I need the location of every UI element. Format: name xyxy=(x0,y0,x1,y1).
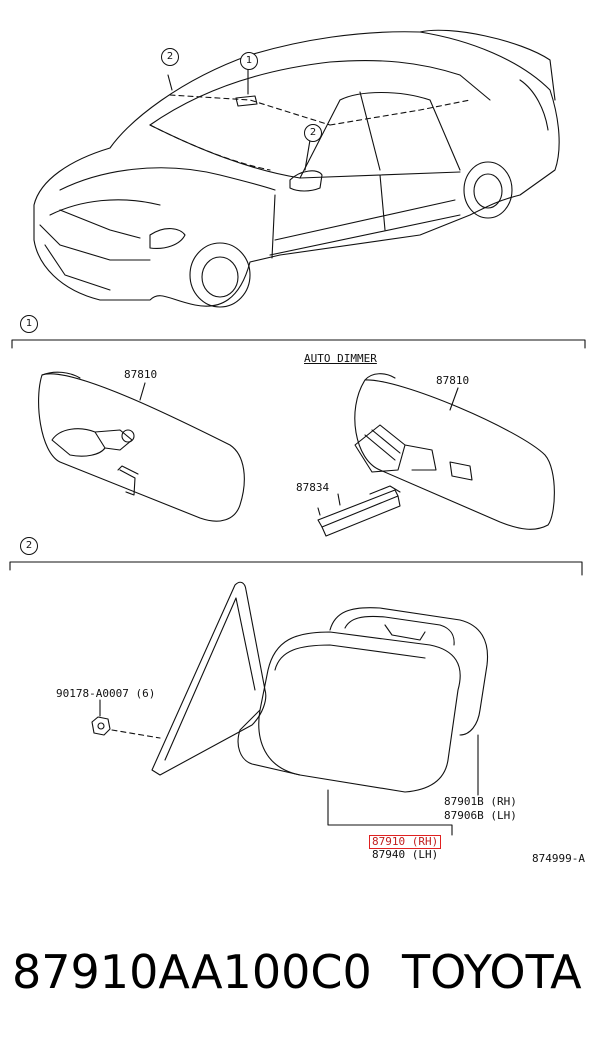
part-label-87810-right[interactable]: 87810 xyxy=(436,374,470,387)
part-label-assy-lh[interactable]: 87940 (LH) xyxy=(372,848,439,861)
brand-name: TOYOTA xyxy=(402,945,582,999)
section2-frame xyxy=(9,561,583,576)
section-1-marker: 1 xyxy=(20,315,38,333)
part-label-87834[interactable]: 87834 xyxy=(296,481,330,494)
callout-2-icon: 2 xyxy=(161,48,179,66)
footer: 87910AA100C0 TOYOTA xyxy=(0,940,600,1010)
clip-drawing xyxy=(317,485,401,537)
part-label-87810-left[interactable]: 87810 xyxy=(124,368,158,381)
screw-drawing xyxy=(91,716,161,739)
figure-reference: 874999-A xyxy=(532,852,585,865)
part-label-glass-rh[interactable]: 87901B (RH) xyxy=(444,795,517,808)
car-illustration xyxy=(33,29,560,308)
diagram-drawing xyxy=(9,29,586,836)
section-2-marker: 2 xyxy=(20,537,38,555)
part-number: 87910AA100C0 xyxy=(12,945,372,999)
section1-frame xyxy=(11,339,586,349)
part-label-glass-lh[interactable]: 87906B (LH) xyxy=(444,809,517,822)
part-label-screw[interactable]: 90178-A0007 (6) xyxy=(56,687,156,700)
parts-diagram: 2 1 2 1 2 AUTO DIMMER 87810 87810 87834 … xyxy=(9,29,586,865)
mirror-right-drawing xyxy=(354,373,555,530)
outer-mirror-drawing xyxy=(151,581,489,793)
mirror-left-drawing xyxy=(38,371,245,522)
callout-2-icon: 2 xyxy=(304,124,322,142)
callout-1-icon: 1 xyxy=(240,52,258,70)
part-label-assy-rh-highlighted[interactable]: 87910 (RH) xyxy=(369,835,442,849)
auto-dimmer-title: AUTO DIMMER xyxy=(304,352,377,365)
